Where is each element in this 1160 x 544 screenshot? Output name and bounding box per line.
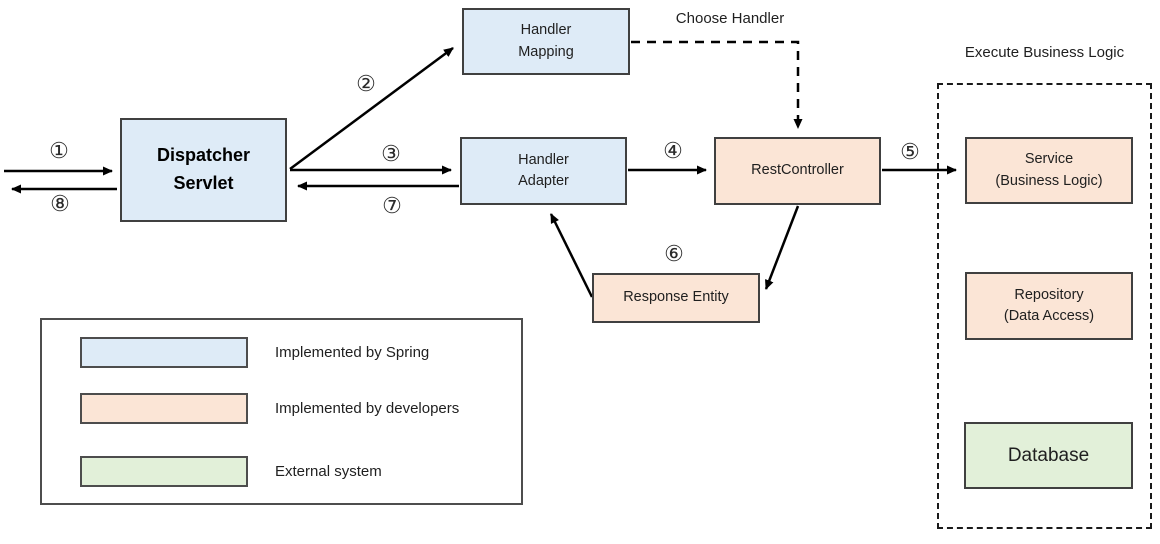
execute-business-logic-container [937, 83, 1152, 529]
database-box: Database [964, 422, 1133, 489]
step-2-badge: ② [356, 71, 376, 96]
service-box: Service (Business Logic) [965, 137, 1133, 204]
arrow-step-2 [289, 46, 454, 171]
step-8-badge: ⑧ [50, 191, 70, 216]
legend-swatch-external [80, 456, 248, 487]
step-4-badge: ④ [663, 138, 683, 163]
handler-adapter-box: Handler Adapter [460, 137, 627, 205]
repository-box: Repository (Data Access) [965, 272, 1133, 340]
step-3-badge: ③ [381, 141, 401, 166]
legend-swatch-spring [80, 337, 248, 368]
legend-label-developer: Implemented by developers [275, 400, 460, 417]
step-1-badge: ① [49, 138, 69, 163]
arrow-step-6 [549, 213, 594, 298]
handler-mapping-box: Handler Mapping [462, 8, 630, 75]
legend-label-external: External system [275, 463, 382, 480]
dispatcher-servlet-box: Dispatcher Servlet [120, 118, 287, 222]
step-5-badge: ⑤ [900, 139, 920, 164]
rest-controller-box: RestController [714, 137, 881, 205]
choose-handler-label: Choose Handler [675, 10, 785, 27]
execute-business-logic-label: Execute Business Logic [964, 44, 1125, 61]
dashed-arrow-choose-handler [631, 40, 803, 129]
legend-label-spring: Implemented by Spring [275, 344, 430, 361]
step-6-badge: ⑥ [664, 241, 684, 266]
legend-swatch-developer [80, 393, 248, 424]
arrow-restcontroller-to-response-entity [764, 205, 800, 290]
step-7-badge: ⑦ [382, 193, 402, 218]
response-entity-box: Response Entity [592, 273, 760, 323]
